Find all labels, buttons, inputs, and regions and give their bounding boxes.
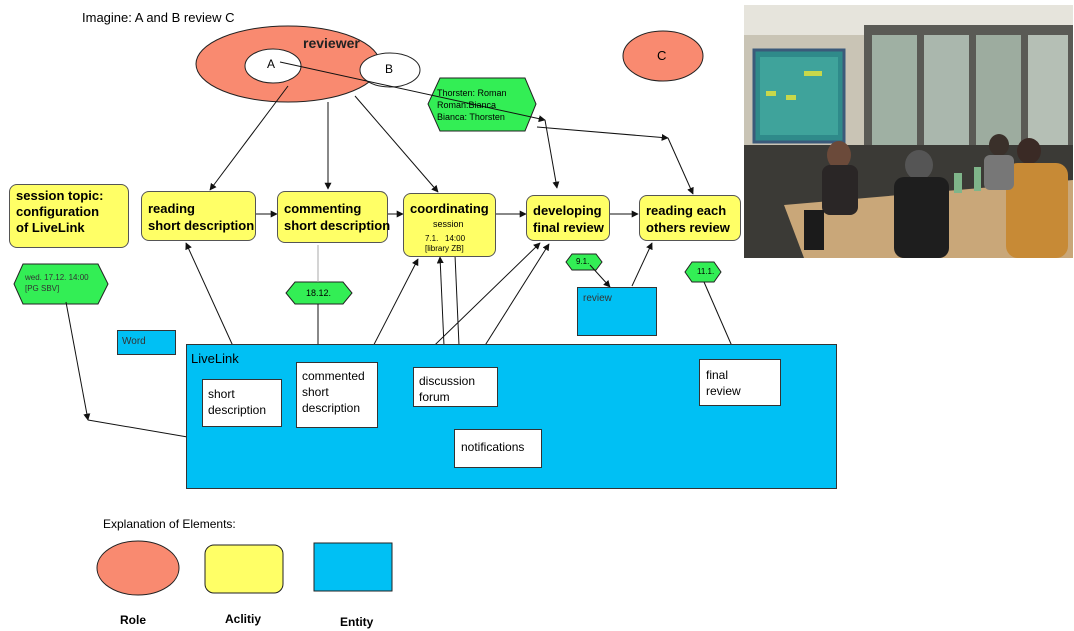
meeting-room-photo-drawing bbox=[744, 5, 1073, 258]
legend-entity-shape bbox=[313, 542, 393, 592]
time-hex-wed bbox=[13, 263, 109, 305]
entity-short-description: short description bbox=[202, 379, 282, 427]
time-hex-111 bbox=[684, 261, 722, 283]
time-hex-91 bbox=[565, 253, 603, 271]
role-b-label: B bbox=[385, 62, 394, 76]
legend-entity-label: Entity bbox=[340, 615, 374, 629]
legend-role-shape bbox=[96, 540, 180, 596]
diagram-title: Imagine: A and B review C bbox=[82, 10, 235, 25]
activity-reading-short-description: reading short description bbox=[141, 191, 256, 241]
reviewer-label: reviewer bbox=[303, 35, 360, 51]
entity-word: Word bbox=[117, 330, 176, 355]
legend-activity-label: Aclitiy bbox=[225, 612, 262, 626]
entity-discussion-forum: discussion forum bbox=[413, 367, 498, 407]
time-coordinating: 7.1. 14:00 [library ZB] bbox=[425, 234, 466, 253]
activity-commenting-short-description: commenting short description bbox=[277, 191, 390, 243]
entity-notifications: notifications bbox=[454, 429, 542, 468]
entity-commented-short-description: commented short description bbox=[296, 362, 378, 428]
entity-final-review: final review bbox=[699, 359, 781, 406]
role-a-label: A bbox=[267, 57, 276, 71]
activity-developing-final-review: developing final review bbox=[526, 195, 610, 241]
time-91: 9.1. bbox=[576, 257, 590, 266]
activity-coordinating: coordinating bbox=[403, 193, 496, 257]
role-b-ellipse bbox=[359, 52, 421, 88]
role-c-label: C bbox=[657, 48, 667, 63]
meeting-room-photo bbox=[744, 5, 1073, 258]
role-a-ellipse bbox=[244, 48, 302, 84]
role-c-ellipse bbox=[622, 30, 704, 82]
livelink-label: LiveLink bbox=[191, 351, 239, 366]
entity-review: review bbox=[577, 287, 657, 336]
session-label: session bbox=[433, 219, 464, 229]
time-1812: 18.12. bbox=[306, 288, 332, 298]
pairs-hexagon bbox=[427, 77, 537, 132]
activity-reading-each-others-review: reading each others review bbox=[639, 195, 741, 241]
legend-activity-shape bbox=[204, 544, 284, 594]
time-wed: wed. 17.12. 14:00 [PG SBV] bbox=[25, 273, 89, 293]
activity-session-topic: session topic: configuration of LiveLink bbox=[9, 184, 129, 248]
time-111: 11.1. bbox=[697, 267, 715, 276]
time-hex-1812 bbox=[285, 281, 353, 305]
legend-title: Explanation of Elements: bbox=[103, 517, 236, 531]
reviewer-pairs: Thorsten: Roman Roman:Bianca Bianca: Tho… bbox=[437, 88, 507, 122]
legend-role-label: Role bbox=[120, 613, 147, 627]
